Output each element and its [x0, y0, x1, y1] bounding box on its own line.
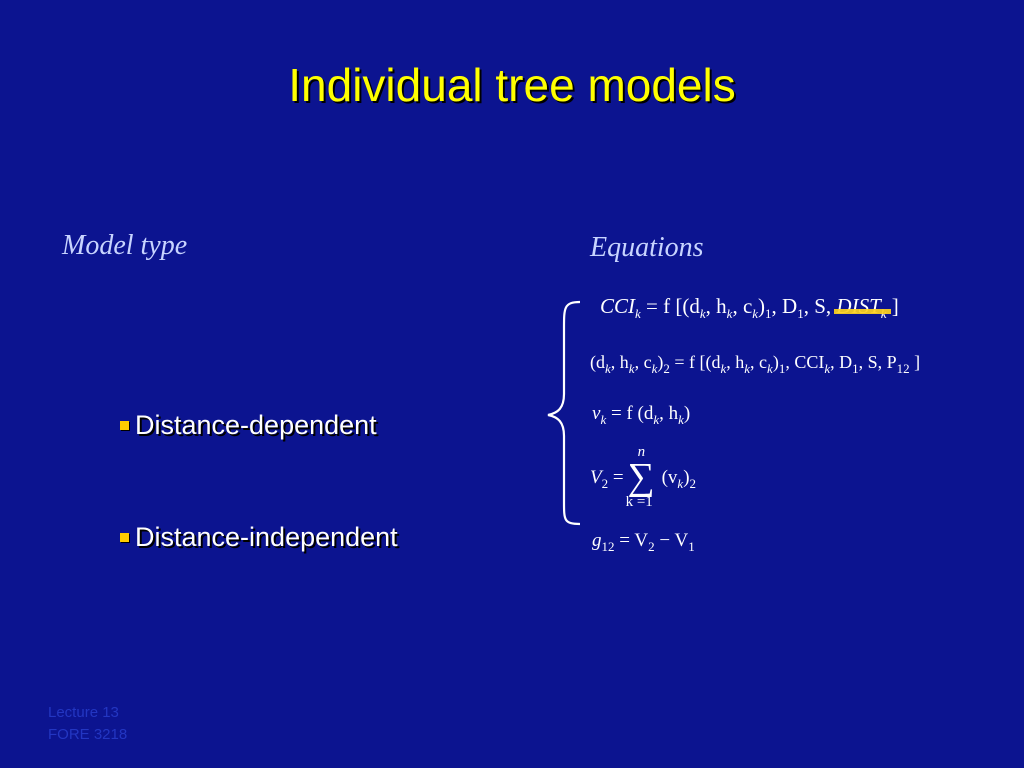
equations-heading: Equations [590, 232, 704, 263]
slide-footer: Lecture 13 FORE 3218 [48, 702, 127, 746]
equation-volume-tree: vk = f (dk, hk) [592, 403, 691, 427]
bullet-distance-independent: Distance-independent [120, 522, 398, 553]
square-bullet-icon [120, 533, 129, 542]
struck-term: DISTk [834, 294, 891, 321]
model-type-heading: Model type [62, 230, 188, 261]
slide-title: Individual tree models [288, 59, 736, 111]
curly-brace-icon [547, 300, 581, 526]
square-bullet-icon [120, 421, 129, 430]
bullet-label: Distance-independent [135, 522, 398, 552]
footer-lecture: Lecture 13 [48, 704, 119, 721]
equation-growth-dhc: (dk, hk, ck)2 = f [(dk, hk, ck)1, CCIk, … [590, 352, 921, 376]
sigma-icon: ∑ [627, 456, 655, 498]
equation-growth: g12 = V2 − V1 [592, 530, 695, 554]
bullet-distance-dependent: Distance-dependent [120, 410, 377, 441]
summation: n∑k =1 [625, 444, 655, 510]
equation-stand-volume: V2 = n∑k =1(vk)2 [590, 444, 696, 514]
bullet-label: Distance-dependent [135, 410, 377, 440]
equation-cci: CCIk = f [(dk, hk, ck)1, D1, S, DISTk ] [600, 294, 899, 321]
footer-course: FORE 3218 [48, 725, 128, 743]
